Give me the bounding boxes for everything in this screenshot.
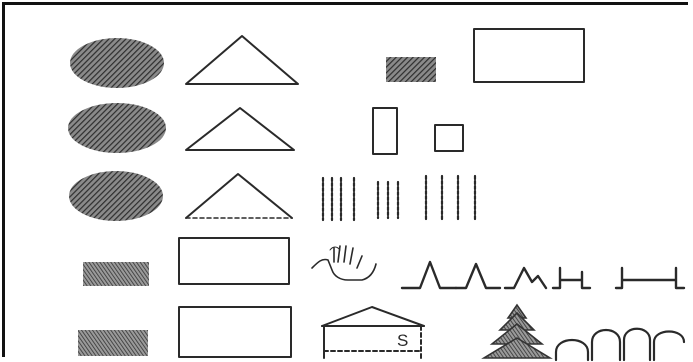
hatched-rectangle	[78, 330, 148, 356]
tree-sketch	[484, 305, 550, 358]
hatched-ellipse	[70, 38, 164, 88]
vertical-line-groups	[323, 176, 475, 220]
rectangle	[179, 238, 289, 284]
triangle	[186, 36, 298, 84]
house-label-s: S	[397, 331, 408, 350]
rectangle	[474, 29, 584, 82]
hatched-ellipse	[69, 171, 163, 221]
triangle	[186, 108, 294, 150]
hand-sketch	[312, 246, 376, 280]
hatched-ellipse	[68, 103, 166, 153]
arch-sequence	[556, 329, 684, 360]
house-with-s	[322, 307, 424, 358]
triangle-dotted-base	[186, 174, 292, 218]
small-hatched-rectangle	[386, 57, 436, 82]
peak-line-sequence	[402, 262, 684, 288]
hatched-rectangle	[83, 262, 149, 286]
small-square	[435, 125, 463, 151]
tall-rectangle	[373, 108, 397, 154]
rectangle	[179, 307, 291, 357]
